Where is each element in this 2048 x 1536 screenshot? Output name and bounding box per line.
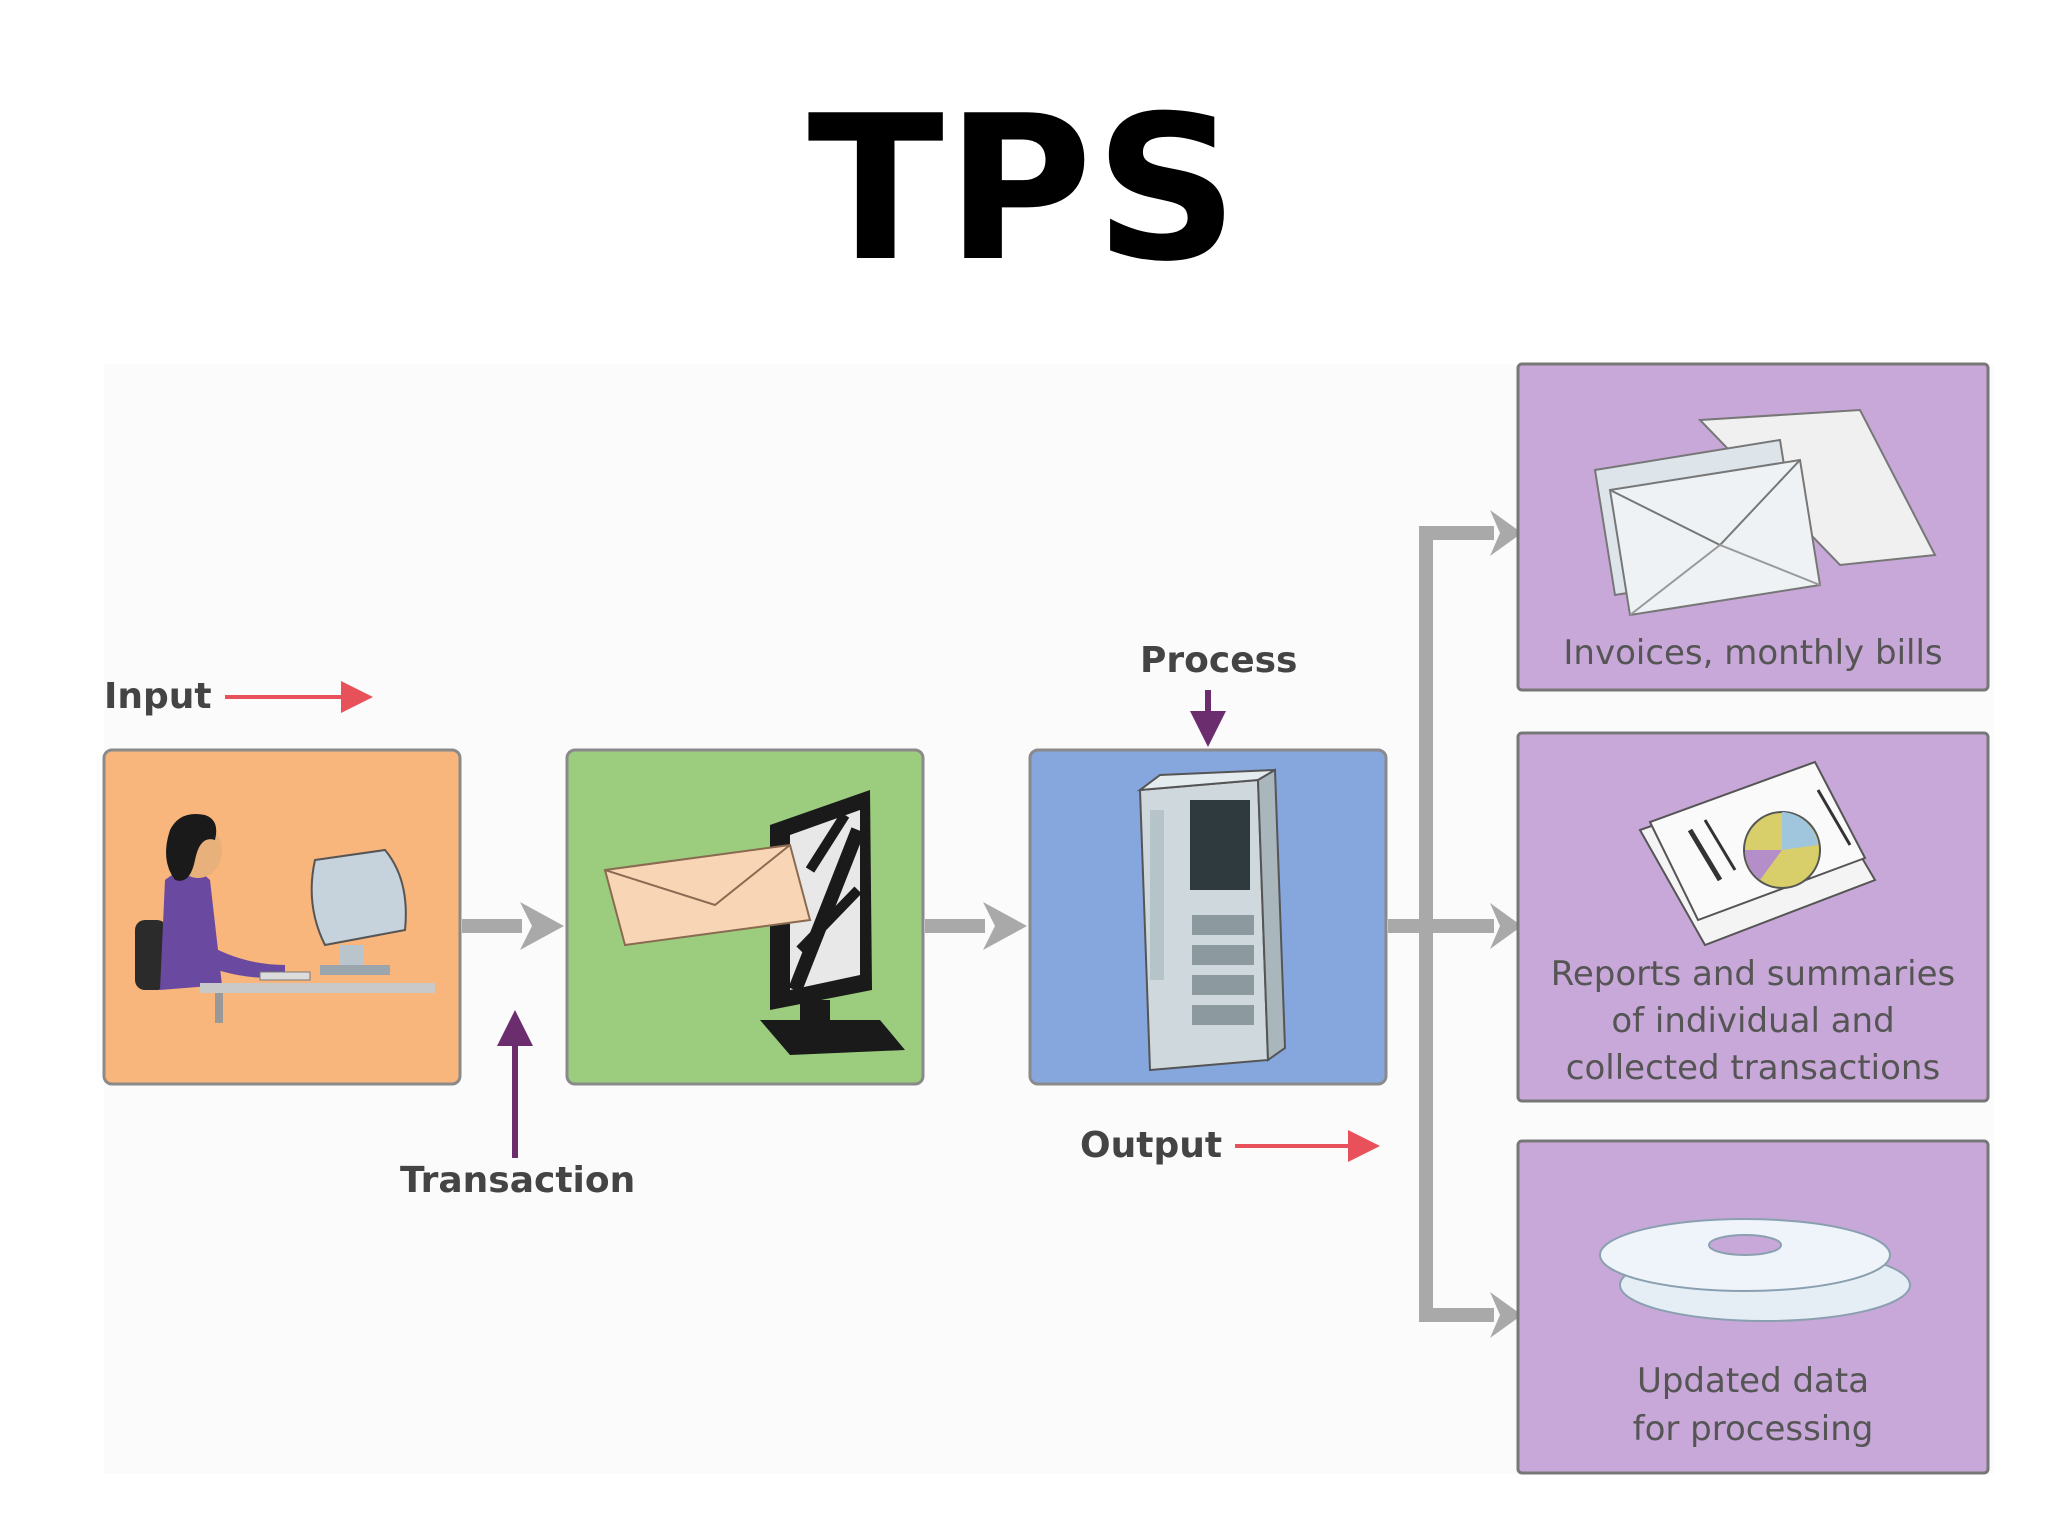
person-at-computer-icon (135, 814, 435, 1023)
output-box-reports: Reports and summaries of individual and … (1516, 731, 1990, 1103)
process-box (1028, 748, 1388, 1086)
output-box-updated-data: Updated data for processing (1516, 1139, 1990, 1475)
output-box-invoices: Invoices, monthly bills (1516, 362, 1990, 692)
flow-arrow-process-to-outputs (1388, 510, 1522, 1338)
transaction-box (565, 748, 925, 1086)
reports-label-line-1: Reports and summaries (1551, 954, 1955, 994)
envelopes-icon (1593, 408, 1937, 617)
flow-arrow-input-to-transaction (462, 902, 564, 950)
invoices-label: Invoices, monthly bills (1563, 633, 1942, 673)
flow-arrow-transaction-to-process (925, 902, 1027, 950)
discs-icon (1599, 1218, 1911, 1322)
transaction-label: Transaction (400, 1160, 635, 1201)
reports-label-line-3: collected transactions (1566, 1048, 1940, 1088)
updated-label-line-2: for processing (1633, 1409, 1874, 1449)
page-title: TPS (807, 73, 1241, 306)
input-label: Input (104, 676, 212, 717)
reports-label-line-2: of individual and (1611, 1001, 1894, 1041)
output-label: Output (1080, 1125, 1222, 1166)
server-tower-icon (1136, 768, 1287, 1072)
updated-label-line-1: Updated data (1637, 1361, 1869, 1401)
input-box (102, 748, 462, 1086)
envelope-into-monitor-icon (603, 790, 905, 1055)
report-documents-icon (1638, 760, 1877, 947)
process-label: Process (1140, 640, 1297, 681)
